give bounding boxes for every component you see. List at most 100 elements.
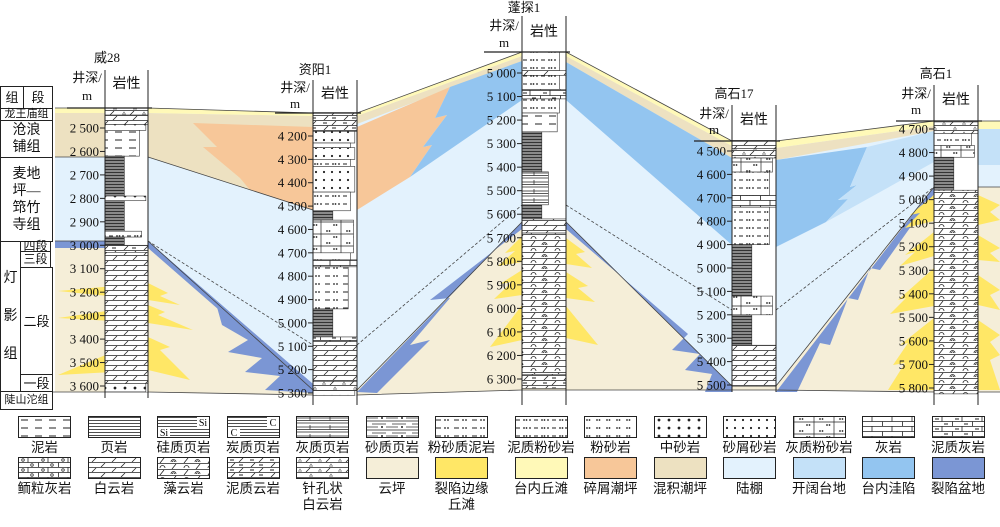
lithology-interval-cshale	[104, 155, 125, 197]
depth-tick-label: 4 900	[697, 237, 726, 252]
depth-header: 井深/	[72, 70, 102, 85]
legend-label-line2: 丘滩	[448, 497, 475, 512]
legend-label: 云坪	[378, 481, 406, 496]
rift-margin-shoal	[978, 320, 1000, 390]
clastic-tidal-flat-area	[193, 123, 313, 210]
depth-header: 井深/	[699, 106, 729, 121]
member-1: 一段	[20, 374, 53, 392]
correlation-dashed-line	[775, 186, 935, 311]
well-name: 高石1	[920, 66, 953, 81]
legend-label: 裂陷边缘	[434, 481, 489, 496]
depth-tick-label: 5 200	[899, 239, 928, 254]
depth-tick-label: 5 500	[899, 310, 928, 325]
legend-label: 混积潮坪	[653, 481, 707, 496]
intra-platform-depression-area	[410, 61, 522, 177]
legend-item: 灰质页岩	[288, 416, 357, 456]
rift-margin-shoal	[888, 318, 934, 390]
well-name: 资阳1	[299, 62, 332, 77]
depth-tick-label: 5 000	[899, 192, 928, 207]
lithology-interval-algal	[521, 232, 567, 375]
depth-tick-label: 4 900	[278, 292, 307, 307]
facies-swatch	[365, 457, 419, 479]
rift-margin-shoal	[978, 195, 1000, 225]
shoal-band	[776, 121, 934, 148]
depth-tick-label: 3 000	[70, 238, 99, 253]
lithology-swatch-argildolo	[226, 457, 280, 479]
depth-tick-label: 2 700	[70, 167, 99, 182]
legend-label: 中砂岩	[659, 440, 701, 455]
depth-tick-label: 5 700	[487, 230, 516, 245]
lithology-interval-mudsilt	[521, 51, 560, 71]
lithology-swatch-clasticsand	[723, 416, 776, 438]
lithology-interval-clasticsand	[312, 131, 356, 144]
legend-label: 泥质粉砂岩	[507, 440, 575, 455]
depth-tick-label: 6 200	[487, 348, 516, 363]
legend-item: 鲕粒灰岩	[10, 457, 79, 497]
lithology-swatch-limesilt	[792, 416, 846, 438]
lithology-interval-mudsilt	[731, 206, 770, 245]
lithology-interval-sand	[104, 195, 147, 202]
depth-tick-label: 5 100	[899, 216, 928, 231]
legend-label: 鲕粒灰岩	[17, 481, 72, 496]
legend-label: 裂陷盆地	[931, 481, 985, 496]
legend-item: 碎屑潮坪	[576, 457, 645, 497]
swatch-tag: Si	[199, 418, 208, 429]
lithology-interval-pinhole	[933, 121, 979, 135]
legend-label: 砂屑砂岩	[722, 440, 777, 455]
depth-tick-label: 3 600	[70, 379, 99, 394]
lithology-swatch-algal	[157, 457, 210, 479]
depth-tick-label: 2 500	[70, 121, 99, 136]
legend-label-line2: 白云岩	[302, 497, 343, 512]
legend-label: 泥质灰岩	[931, 440, 985, 455]
legend-label: 台内洼陷	[861, 481, 916, 496]
legend-label: 页岩	[100, 440, 128, 455]
lithology-interval-sand	[104, 383, 147, 393]
depth-tick-label: 5 000	[278, 315, 307, 330]
depth-tick-label: 6 000	[487, 301, 516, 316]
lithology-interval-mud	[521, 112, 558, 133]
open-platform-area-right	[978, 129, 1000, 165]
correlation-dashed-line	[565, 204, 733, 311]
intra-platform-depression-area	[776, 147, 867, 247]
rift-basin-wedge	[357, 222, 522, 393]
rift-margin-shoal	[566, 272, 595, 302]
rift-basin-wedge	[566, 222, 732, 392]
depth-tick-label: 5 600	[487, 207, 516, 222]
facies-swatch	[653, 457, 707, 479]
legend-item: 陆棚	[715, 457, 784, 497]
lithology-header: 岩性	[321, 86, 349, 102]
legend-item: 云坪	[358, 457, 427, 497]
legend-label: 开阔台地	[792, 481, 846, 496]
open-platform-area	[826, 131, 934, 222]
legend-item: 粉砂岩	[576, 416, 645, 456]
legend-label: 白云岩	[93, 481, 135, 496]
legend-label: 硅质页岩	[156, 440, 211, 455]
rift-margin-shoal	[566, 306, 598, 345]
legend-item: 砂屑砂岩	[715, 416, 784, 456]
legend-label: 砂质页岩	[365, 440, 419, 455]
legend-label: 针孔状	[302, 481, 343, 496]
lithology-interval-lime	[312, 259, 358, 268]
lithology-interval-limesilt	[731, 157, 773, 173]
lithology-interval-clasticsand	[312, 390, 356, 396]
depth-tick-label: 4 300	[278, 152, 307, 167]
lithology-interval-argillime	[521, 89, 567, 100]
well-name: 蓬探1	[508, 0, 541, 15]
facies-swatch	[584, 457, 637, 479]
depth-tick-label: 4 400	[278, 175, 307, 190]
well-name: 威28	[94, 50, 120, 65]
lithology-swatch-pinhole	[296, 457, 349, 479]
member-2: 二段	[20, 267, 53, 375]
depth-tick-label: 3 400	[70, 332, 99, 347]
lithology-interval-sand	[104, 124, 147, 131]
depth-tick-label: 4 600	[278, 222, 307, 237]
facies-swatch	[435, 457, 488, 479]
base-line	[0, 389, 1000, 396]
lithology-interval-limeshale	[521, 171, 549, 206]
correlation-dashed-line	[356, 204, 523, 346]
intra-platform-depression-area	[566, 62, 732, 245]
depth-tick-label: 2 600	[70, 144, 99, 159]
well-name: 高石17	[714, 86, 754, 101]
